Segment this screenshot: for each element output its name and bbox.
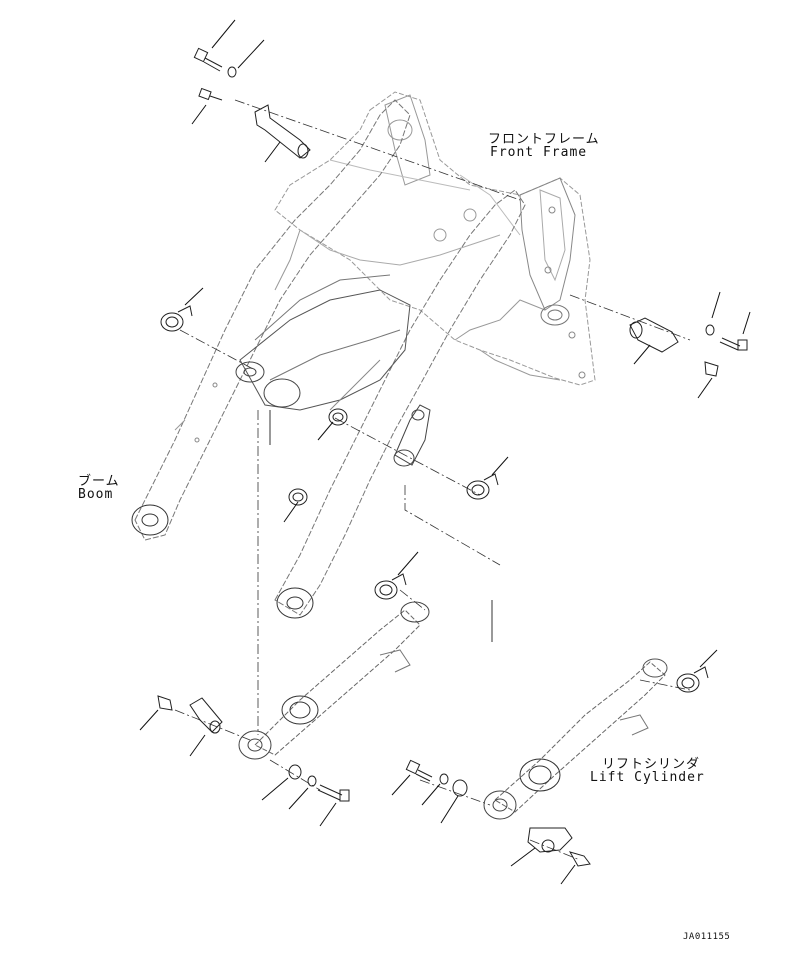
- leader-lines: [139, 19, 751, 885]
- front-frame-label-en: Front Frame: [490, 145, 588, 160]
- assembly-lines: [174, 99, 691, 861]
- bolt-right-lower: [405, 759, 433, 782]
- drawing-code: JA011155: [683, 932, 731, 942]
- lift-cylinder-label-en: Lift Cylinder: [590, 770, 705, 785]
- bolt-left-lower: [317, 784, 350, 802]
- shim-cylinder-right: [676, 666, 709, 693]
- pin-right-lower: [527, 827, 573, 853]
- grease-fitting-right: [704, 361, 719, 377]
- plate-right-lower: [452, 779, 468, 797]
- pin-left-lower: [189, 697, 223, 734]
- pin-right: [629, 317, 679, 353]
- boom-label-jp: ブーム: [78, 474, 120, 489]
- shim-boom-left: [160, 305, 193, 332]
- grease-fitting-top: [198, 87, 223, 101]
- pin-top: [254, 104, 311, 159]
- lift-cylinder-label-jp: リフトシリンダ: [602, 757, 701, 772]
- lift-cylinder-left: [238, 601, 430, 760]
- bolt-right: [719, 337, 748, 351]
- boom-label-en: Boom: [78, 487, 114, 502]
- lift-cylinder-right: [483, 658, 668, 820]
- shim-boom-lower: [288, 488, 308, 506]
- washer-right-lower: [439, 773, 449, 785]
- grease-fitting-right-lower: [568, 851, 591, 867]
- boom: [131, 99, 526, 619]
- grease-fitting-left-lower: [157, 695, 173, 711]
- washer-right: [705, 324, 715, 336]
- shim-boom-center: [328, 408, 348, 426]
- shim-lever: [466, 473, 499, 500]
- front-frame-label-jp: フロントフレーム: [488, 132, 600, 147]
- washer-left-lower: [307, 775, 317, 787]
- bolt-top: [193, 47, 223, 72]
- plate-left-lower: [288, 764, 302, 780]
- washer-top: [227, 66, 237, 78]
- shim-cylinder-left: [374, 573, 407, 600]
- front-frame: [274, 91, 596, 386]
